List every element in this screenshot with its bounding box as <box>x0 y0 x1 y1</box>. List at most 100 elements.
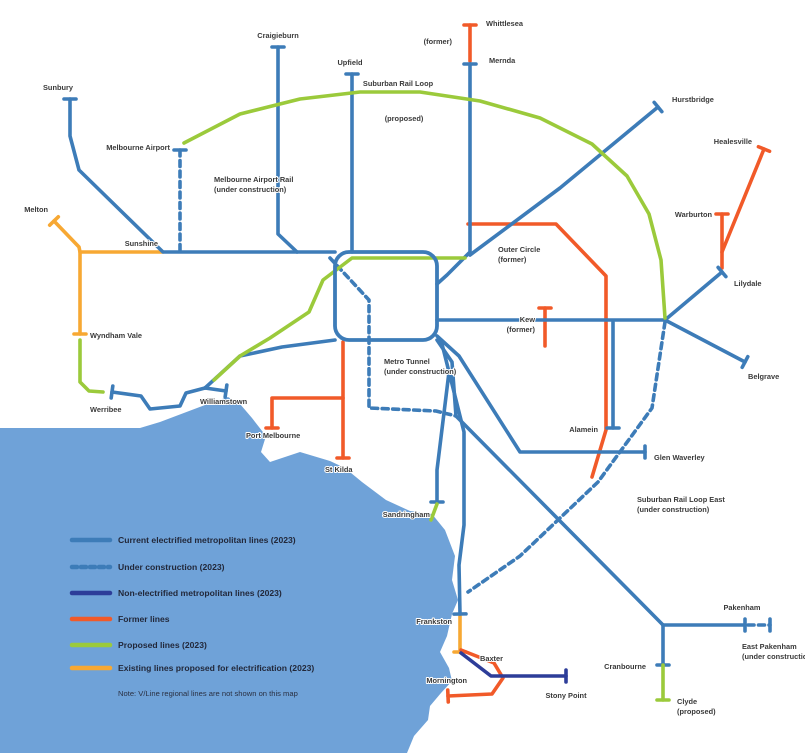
label-mornington: Mornington <box>426 676 467 685</box>
label--under-construction-: (under construction) <box>214 185 287 194</box>
line-former-healesville <box>720 144 772 254</box>
former-mornington-end-terminus-bar <box>445 688 451 704</box>
label-sunshine: Sunshine <box>125 239 158 248</box>
legend-label-under_construction: Under construction (2023) <box>118 562 225 572</box>
hurstbridge-line-start-terminus-bar <box>652 100 664 114</box>
label-suburban-rail-loop: Suburban Rail Loop <box>363 79 434 88</box>
label-craigieburn: Craigieburn <box>257 31 299 40</box>
label--under-construction-: (under construction) <box>637 505 710 514</box>
label-melbourne-airport-rail: Melbourne Airport Rail <box>214 175 293 184</box>
line-path-williamstown-branch <box>203 386 228 393</box>
line-former-outer-circle <box>466 222 608 479</box>
legend-label-electrification: Existing lines proposed for electrificat… <box>118 663 314 673</box>
line-path-belgrave-line <box>663 318 747 364</box>
line-cranbourne-line <box>655 623 671 667</box>
line-path-newport-corridor <box>203 338 337 390</box>
label-frankston: Frankston <box>416 617 452 626</box>
label-hurstbridge: Hurstbridge <box>672 95 714 104</box>
label-healesville: Healesville <box>714 137 752 146</box>
williamstown-branch-end-terminus-bar <box>223 383 229 399</box>
line-path-former-mornington <box>446 648 505 698</box>
line-upfield-line <box>344 72 360 254</box>
label-suburban-rail-loop-east: Suburban Rail Loop East <box>637 495 725 504</box>
label--former-: (former) <box>507 325 536 334</box>
label--proposed-: (proposed) <box>677 707 716 716</box>
label-belgrave: Belgrave <box>748 372 779 381</box>
line-path-craigieburn-line <box>276 45 299 254</box>
line-sunbury-line <box>62 97 337 254</box>
label-lilydale: Lilydale <box>734 279 762 288</box>
line-sandringham-line <box>429 338 451 504</box>
line-east-pakenham-under-construction <box>746 617 772 633</box>
label-williamstown: Williamstown <box>200 397 248 406</box>
line-path-sunbury-line <box>68 97 337 254</box>
former-healesville-end-terminus-bar <box>756 144 772 154</box>
label-metro-tunnel: Metro Tunnel <box>384 357 430 366</box>
label-kew: Kew <box>520 315 535 324</box>
label--former-: (former) <box>498 255 527 264</box>
line-path-frankston-line <box>447 370 466 616</box>
label-mernda: Mernda <box>489 56 516 65</box>
line-former-warburton <box>714 212 730 270</box>
line-path-hurstbridge-line <box>468 105 660 257</box>
label--proposed-: (proposed) <box>385 114 424 123</box>
label-port-melbourne: Port Melbourne <box>246 431 300 440</box>
line-werribee-wyndham-link-proposed <box>78 338 105 394</box>
line-path-mernda-line <box>435 62 472 286</box>
line-path-former-port-melbourne <box>270 396 345 430</box>
line-srl-east-under-construction <box>466 320 667 594</box>
line-path-lilydale-line <box>663 270 724 322</box>
label-st-kilda: St Kilda <box>325 465 353 474</box>
line-lilydale-line <box>663 265 728 322</box>
line-path-melton-electrification <box>52 219 165 254</box>
lilydale-line-end-terminus-bar <box>716 265 728 279</box>
line-dandenong-corridor <box>435 338 665 627</box>
label--under-construction-: (under construction) <box>384 367 457 376</box>
line-path-metro-tunnel-under-construction <box>328 256 458 418</box>
line-wyndham-vale-electrification <box>72 250 88 336</box>
line-mernda-line <box>435 62 478 286</box>
legend-row-former: Former lines <box>69 614 170 624</box>
legend-label-current: Current electrified metropolitan lines (… <box>118 535 296 545</box>
line-path-srl-east-under-construction <box>466 320 667 594</box>
label-east-pakenham: East Pakenham <box>742 642 797 651</box>
legend-note: Note: V/Line regional lines are not show… <box>118 689 298 698</box>
line-glen-waverley-line <box>435 334 647 460</box>
legend-row-current: Current electrified metropolitan lines (… <box>69 535 296 545</box>
map-legend: Current electrified metropolitan lines (… <box>69 535 314 698</box>
line-path-werribee-wyndham-link-proposed <box>78 338 105 394</box>
line-baxter-electrification <box>452 614 468 654</box>
line-former-mornington <box>445 648 505 704</box>
label-wyndham-vale: Wyndham Vale <box>90 331 142 340</box>
label-melton: Melton <box>24 205 48 214</box>
line-path-srl-north-proposed <box>182 90 667 320</box>
label-melbourne-airport: Melbourne Airport <box>106 143 170 152</box>
label-warburton: Warburton <box>675 210 713 219</box>
line-path-dandenong-corridor <box>435 338 665 627</box>
line-newport-corridor <box>203 338 337 390</box>
label-sandringham: Sandringham <box>383 510 431 519</box>
line-werribee-line <box>109 384 207 411</box>
melton-electrification-start-terminus-bar <box>47 215 61 227</box>
rail-lines-layer <box>47 23 772 704</box>
label-baxter: Baxter <box>480 654 503 663</box>
werribee-line-end-terminus-bar <box>109 384 115 400</box>
line-alamein-line <box>605 320 621 430</box>
line-srl-north-proposed <box>182 90 667 320</box>
label-sunbury: Sunbury <box>43 83 74 92</box>
label-werribee: Werribee <box>90 405 122 414</box>
line-metro-tunnel-under-construction <box>328 256 458 418</box>
line-melton-electrification <box>47 215 165 254</box>
line-frankston-line <box>447 370 468 616</box>
line-belgrave-line <box>663 318 750 370</box>
line-path-werribee-line <box>110 386 207 411</box>
line-path-former-healesville <box>720 147 766 254</box>
line-clyde-extension-proposed <box>655 663 671 702</box>
port-phillip-bay-shape <box>0 397 458 753</box>
line-airport-rail-under-construction <box>172 148 188 252</box>
label-alamein: Alamein <box>569 425 598 434</box>
legend-label-proposed: Proposed lines (2023) <box>118 640 207 650</box>
